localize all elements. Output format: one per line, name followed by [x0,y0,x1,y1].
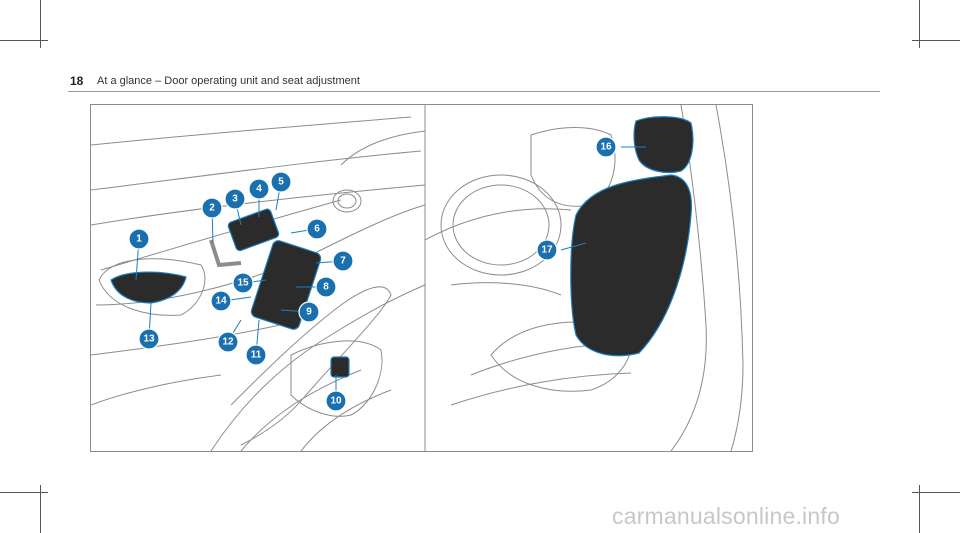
callout-8: 8 [323,282,329,293]
seat-memory-buttons [227,208,280,252]
door-frame [715,105,744,451]
watermark: carmanualsonline.info [612,503,840,529]
callout-9: 9 [306,307,312,318]
callout-2: 2 [209,203,215,214]
handle-pocket [98,258,206,316]
callout-1-circle [128,228,150,250]
callout-8-circle [315,276,337,298]
callout-3: 3 [232,194,238,205]
callout-2-circle [201,197,223,219]
callout-16: 16 [600,142,612,153]
illustration-drawing: 1 2 3 4 5 6 7 8 9 10 11 12 13 14 15 16 1… [91,105,744,451]
crop-mark [919,485,920,533]
callout-14-circle [210,290,232,312]
callout-11-circle [245,344,267,366]
callout-4: 4 [256,184,262,195]
callout-6: 6 [314,224,320,235]
callout-5: 5 [278,177,284,188]
backrest [570,174,693,357]
door-opener [209,239,242,268]
callout-13-circle [138,328,160,350]
callout-7-circle [332,250,354,272]
cabin-line [450,282,562,296]
callout-14: 14 [215,296,227,307]
callout-9-circle [298,301,320,323]
callout-15-circle [232,272,254,294]
callout-12: 12 [222,337,234,348]
crop-mark [0,492,48,493]
callout-11: 11 [251,350,262,361]
rear-seat [530,127,616,207]
door-line [91,374,222,406]
door-line [340,130,426,166]
steering-wheel [440,174,562,276]
floor-line [450,372,632,406]
door-line [240,369,362,451]
callout-17-circle [536,239,558,261]
steering-wheel-inner [452,184,550,266]
door-line [210,284,426,451]
callout-5-circle [270,171,292,193]
speaker-inner [337,193,357,209]
header-rule [68,91,880,92]
crop-mark [912,492,960,493]
crop-mark [40,485,41,533]
callout-6-circle [306,218,328,240]
headrest [633,116,694,174]
door-line [100,199,342,271]
callout-12-circle [217,331,239,353]
lower-pocket [290,340,383,417]
crop-mark [912,40,960,41]
seat-cushion [490,321,633,392]
door-handle [110,271,187,304]
callout-16-circle [595,136,617,158]
callout-15: 15 [237,278,249,289]
callout-17: 17 [541,245,553,256]
page-number: 18 [70,74,84,88]
door-line [91,150,422,191]
crop-mark [40,0,41,48]
callout-13: 13 [143,334,155,345]
armrest [230,286,392,446]
callout-7: 7 [340,256,346,267]
callout-10: 10 [330,396,342,407]
door-line [91,116,412,146]
page-title: At a glance – Door operating unit and se… [97,75,360,87]
callout-10-circle [325,390,347,412]
callout-1: 1 [136,234,142,245]
callout-4-circle [248,178,270,200]
crop-mark [919,0,920,48]
seat-adjust-switch [330,356,350,378]
crop-mark [0,40,48,41]
door-line [91,319,302,356]
callout-3-circle [224,188,246,210]
illustration-figure: 1 2 3 4 5 6 7 8 9 10 11 12 13 14 15 16 1… [90,104,753,452]
speaker [332,189,362,213]
leader-line [560,242,587,251]
